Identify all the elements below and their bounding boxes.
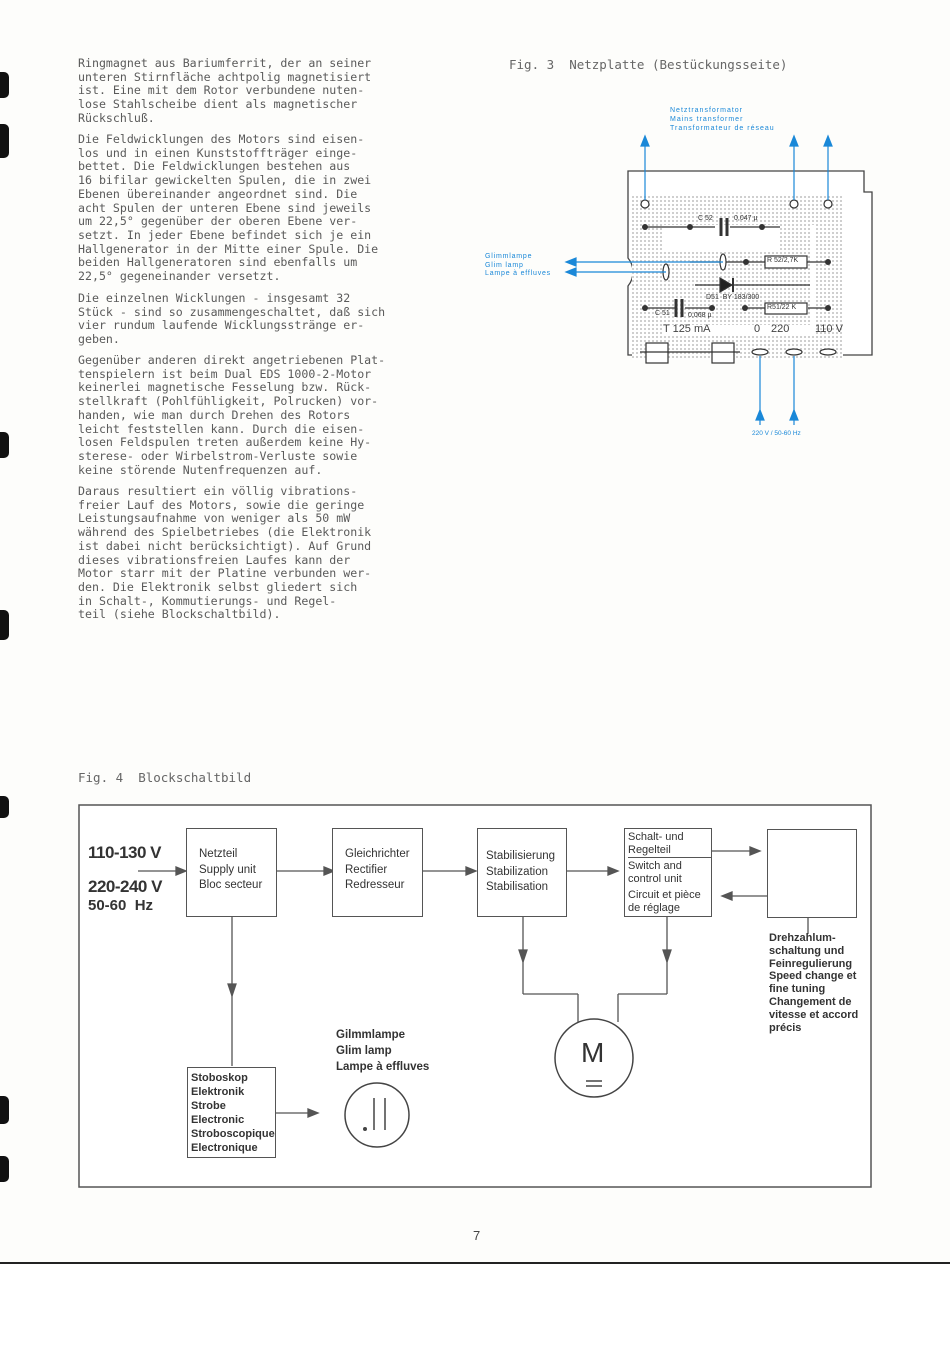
switch-control-block: Schalt- und Regelteil Switch and control… [624,828,712,917]
r52-label: R 52/2,7K [767,257,799,264]
input-frequency: 50-60 Hz [88,897,154,914]
fig4-caption: Fig. 4 Blockschaltbild [78,770,252,785]
punch-hole [0,72,9,98]
transformer-label: Netztransformator Mains transformer Tran… [670,107,775,132]
c51-value: 0,068 µ [688,312,712,319]
strobe-label: Stoboskop Elektronik Strobe Electronic S… [191,1072,275,1154]
r51-label: R51/22 K [767,304,797,311]
punch-hole [0,124,9,158]
input-voltage-1: 110-130 V [88,843,162,862]
stabilization-block: Stabilisierung Stabilization Stabilisati… [477,828,567,917]
punch-hole [0,432,9,458]
stabilization-label: Stabilisierung Stabilization Stabilisati… [486,850,556,893]
punch-hole [0,796,9,818]
supply-unit-block: Netzteil Supply unit Bloc secteur [186,828,277,917]
punch-hole [0,1096,9,1124]
punch-hole [0,610,9,640]
terminal-220-label: 220 [771,323,790,335]
glim-lamp-label: Glimmlampe Glim lamp Lampe à effluves [485,253,551,277]
c52-value: 0,047 µ [734,215,758,222]
fuse-label: T 125 mA [663,323,711,335]
supply-unit-label: Netzteil Supply unit Bloc secteur [199,848,263,891]
c51-label: C 51 [655,310,670,317]
fig3-circuit-board [564,134,873,425]
paragraph-3: Die einzelnen Wicklungen - insgesamt 32 … [78,291,386,347]
page-number: 7 [473,1228,481,1243]
strobe-electronic-block: Stoboskop Elektronik Strobe Electronic S… [187,1067,276,1158]
page-bottom-edge [0,1262,950,1345]
rectifier-label: Gleichrichter Rectifier Redresseur [345,848,410,891]
terminal-110-label: 110 V [815,323,843,335]
switch-label-fr: Circuit et pièce de réglage [628,889,701,914]
rectifier-block: Gleichrichter Rectifier Redresseur [332,828,423,917]
paragraph-1: Ringmagnet aus Bariumferrit, der an sein… [78,56,372,125]
paragraph-4: Gegenüber anderen direkt angetriebenen P… [78,353,386,477]
fig3-caption: Fig. 3 Netzplatte (Bestückungsseite) [509,57,788,72]
speed-change-label: Drehzahlum- schaltung und Feinregulierun… [769,932,859,1034]
motor-symbol: M [581,1037,605,1068]
switch-label-de: Schalt- und Regelteil [628,831,711,858]
input-voltage-2: 220-240 V [88,877,162,896]
mains-voltage-label: 220 V / 50-60 Hz [752,430,801,437]
paragraph-2: Die Feldwicklungen des Motors sind eisen… [78,132,379,284]
c52-label: C 52 [698,215,713,222]
terminal-0-label: 0 [754,323,761,335]
glim-lamp-block-label: Gilmmlampe Glim lamp Lampe à effluves [336,1029,430,1073]
punch-hole [0,1156,9,1182]
paragraph-5: Daraus resultiert ein völlig vibrations-… [78,484,372,622]
switch-label-en: Switch and control unit [628,860,682,885]
speed-control-block [767,829,857,918]
d51-label: D51 BY 183/300 [706,294,760,301]
